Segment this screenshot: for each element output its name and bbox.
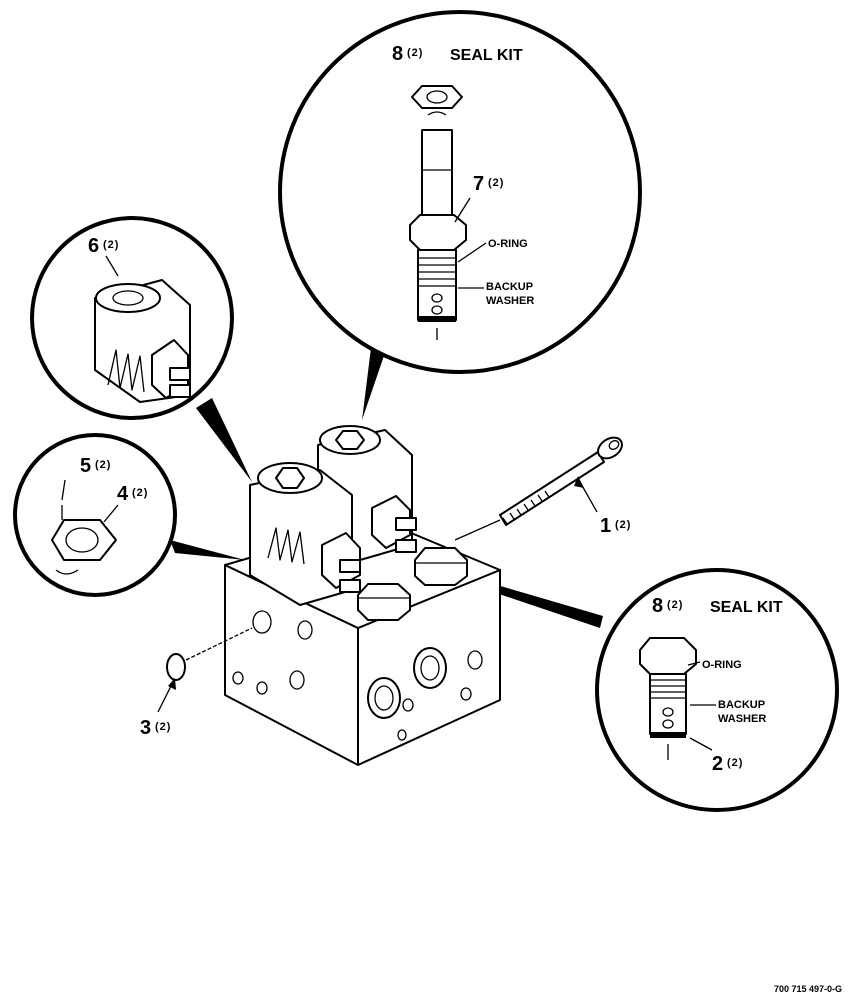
callout-7-number: 7 bbox=[473, 173, 484, 195]
figure-number: 700 715 497-0-G bbox=[774, 984, 842, 994]
right-washer-label: WASHER bbox=[718, 713, 766, 725]
callout-3-qty: (2) bbox=[155, 721, 171, 733]
detail-leaders bbox=[170, 340, 603, 628]
callout-4-qty: (2) bbox=[132, 487, 148, 499]
callout-4-number: 4 bbox=[117, 483, 129, 505]
callout-7-qty: (2) bbox=[488, 177, 504, 189]
right-backup-label: BACKUP bbox=[718, 699, 765, 711]
top-backup-label: BACKUP bbox=[486, 281, 533, 293]
loose-o-ring bbox=[166, 627, 253, 681]
callout-1-number: 1 bbox=[600, 515, 611, 537]
top-washer-label: WASHER bbox=[486, 295, 534, 307]
right-kit-title: SEAL KIT bbox=[710, 599, 783, 616]
coil-detail bbox=[30, 216, 234, 420]
coil-labels: 6 (2) bbox=[88, 235, 119, 257]
top-kit-title: SEAL KIT bbox=[450, 47, 523, 64]
right-kit-qty: (2) bbox=[667, 599, 683, 611]
top-detail-labels: 8 (2) SEAL KIT 7 (2) O-RING BACKUP WASHE… bbox=[392, 43, 534, 307]
callout-arrows bbox=[157, 476, 598, 713]
callout-3-number: 3 bbox=[140, 717, 151, 739]
top-kit-number: 8 bbox=[392, 43, 403, 65]
assembly-labels: 1 (2) 3 (2) bbox=[140, 515, 631, 739]
nut-washer-labels: 5 (2) 4 (2) bbox=[80, 455, 148, 505]
right-detail-labels: 8 (2) SEAL KIT O-RING BACKUP WASHER 2 (2… bbox=[652, 595, 783, 775]
solenoid-coils bbox=[249, 425, 417, 606]
callout-6-number: 6 bbox=[88, 235, 99, 257]
callout-2-number: 2 bbox=[712, 753, 723, 775]
callout-1-qty: (2) bbox=[615, 519, 631, 531]
callout-5-number: 5 bbox=[80, 455, 91, 477]
top-kit-qty: (2) bbox=[407, 47, 423, 59]
hex-plugs bbox=[357, 547, 468, 621]
long-bolt bbox=[454, 436, 623, 541]
seal-kit-detail-right bbox=[595, 568, 839, 812]
right-kit-number: 8 bbox=[652, 595, 663, 617]
nut-washer-detail bbox=[13, 433, 177, 597]
seal-kit-detail-top bbox=[278, 10, 642, 374]
callout-6-qty: (2) bbox=[103, 239, 119, 251]
callout-5-qty: (2) bbox=[95, 459, 111, 471]
callout-2-qty: (2) bbox=[727, 757, 743, 769]
top-oring-label: O-RING bbox=[488, 238, 528, 250]
right-oring-label: O-RING bbox=[702, 659, 742, 671]
